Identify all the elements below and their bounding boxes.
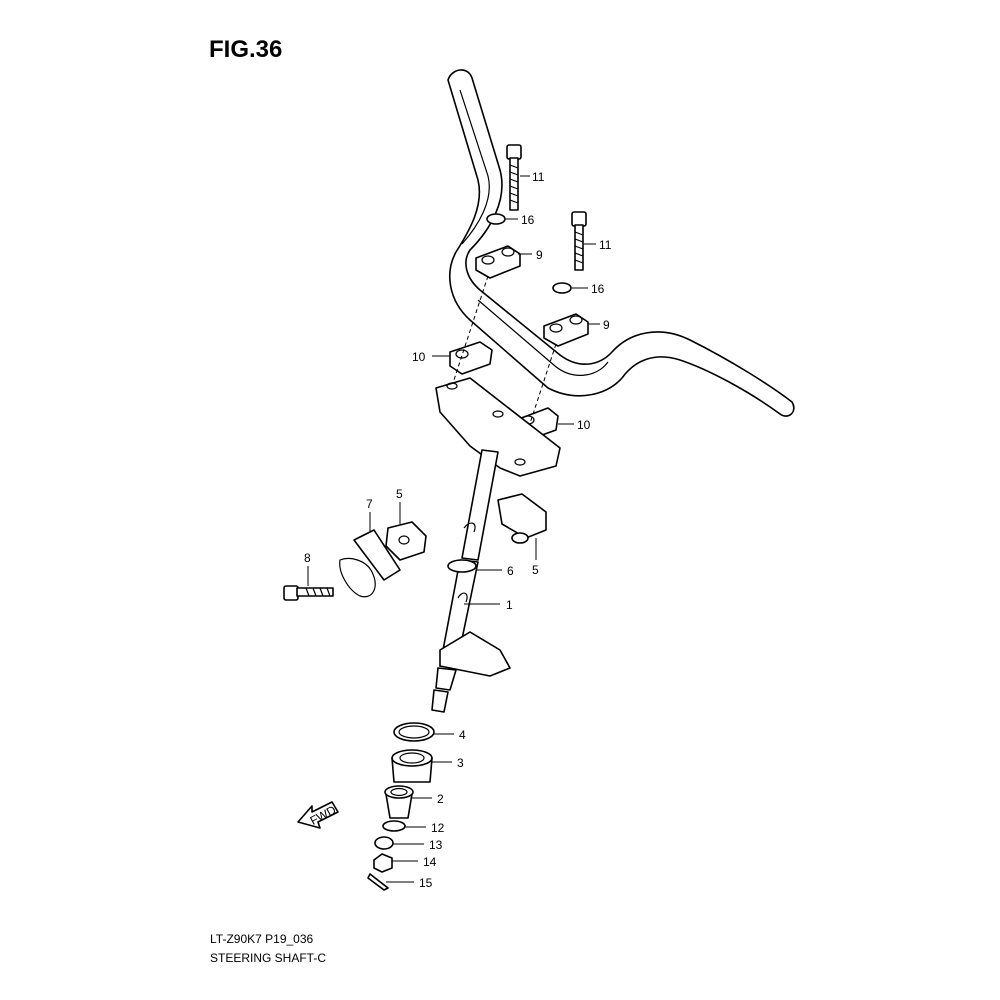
shaft-lower-bracket xyxy=(439,631,511,677)
bushing-2 xyxy=(384,785,414,819)
bolt-11-right xyxy=(571,211,587,271)
washer-16-left xyxy=(486,213,506,225)
washer-16-right xyxy=(552,282,572,294)
alignment-line-left xyxy=(451,275,489,387)
callout-11: 11 xyxy=(599,238,612,252)
upper-holder-9-left xyxy=(475,245,521,279)
callout-5: 5 xyxy=(532,563,539,577)
callout-leaders xyxy=(307,175,600,883)
clamp-5-right xyxy=(497,493,547,544)
washer-13 xyxy=(374,836,394,850)
upper-holder-9-right xyxy=(543,313,589,347)
callout-2: 2 xyxy=(437,792,444,806)
callout-15: 15 xyxy=(419,876,433,890)
callout-9: 9 xyxy=(536,248,543,262)
clamp-5-left xyxy=(385,521,427,561)
forward-direction-arrow: FWD xyxy=(297,801,339,829)
callout-8: 8 xyxy=(304,551,311,565)
callout-10: 10 xyxy=(412,350,426,364)
callout-13: 13 xyxy=(429,838,443,852)
washer-12 xyxy=(382,820,406,832)
figure-title: FIG.36 xyxy=(209,36,283,63)
nut-14 xyxy=(373,853,393,873)
callout-12: 12 xyxy=(431,821,445,835)
callout-16: 16 xyxy=(521,213,535,227)
callout-10: 10 xyxy=(577,418,591,432)
bolt-8 xyxy=(283,585,334,601)
callout-9: 9 xyxy=(603,318,610,332)
cotter-pin-15 xyxy=(367,873,389,891)
callout-1: 1 xyxy=(506,598,513,612)
callout-16: 16 xyxy=(591,282,605,296)
bushing-3 xyxy=(391,749,433,783)
callout-3: 3 xyxy=(457,756,464,770)
callout-4: 4 xyxy=(459,728,466,742)
callout-14: 14 xyxy=(423,855,437,869)
callout-7: 7 xyxy=(366,497,373,511)
bolt-11-left xyxy=(506,144,522,211)
collar-6 xyxy=(447,559,477,573)
section-name-label: STEERING SHAFT-C xyxy=(210,951,327,965)
callout-11: 11 xyxy=(532,170,545,184)
steering-top-plate xyxy=(435,377,561,477)
steering-shaft-1 xyxy=(431,449,499,713)
callout-5: 5 xyxy=(396,487,403,501)
plate-7 xyxy=(339,529,401,598)
lower-holder-10-left xyxy=(449,341,493,375)
model-code-label: LT-Z90K7 P19_036 xyxy=(210,932,314,946)
callout-6: 6 xyxy=(507,564,514,578)
handlebar xyxy=(447,69,795,417)
